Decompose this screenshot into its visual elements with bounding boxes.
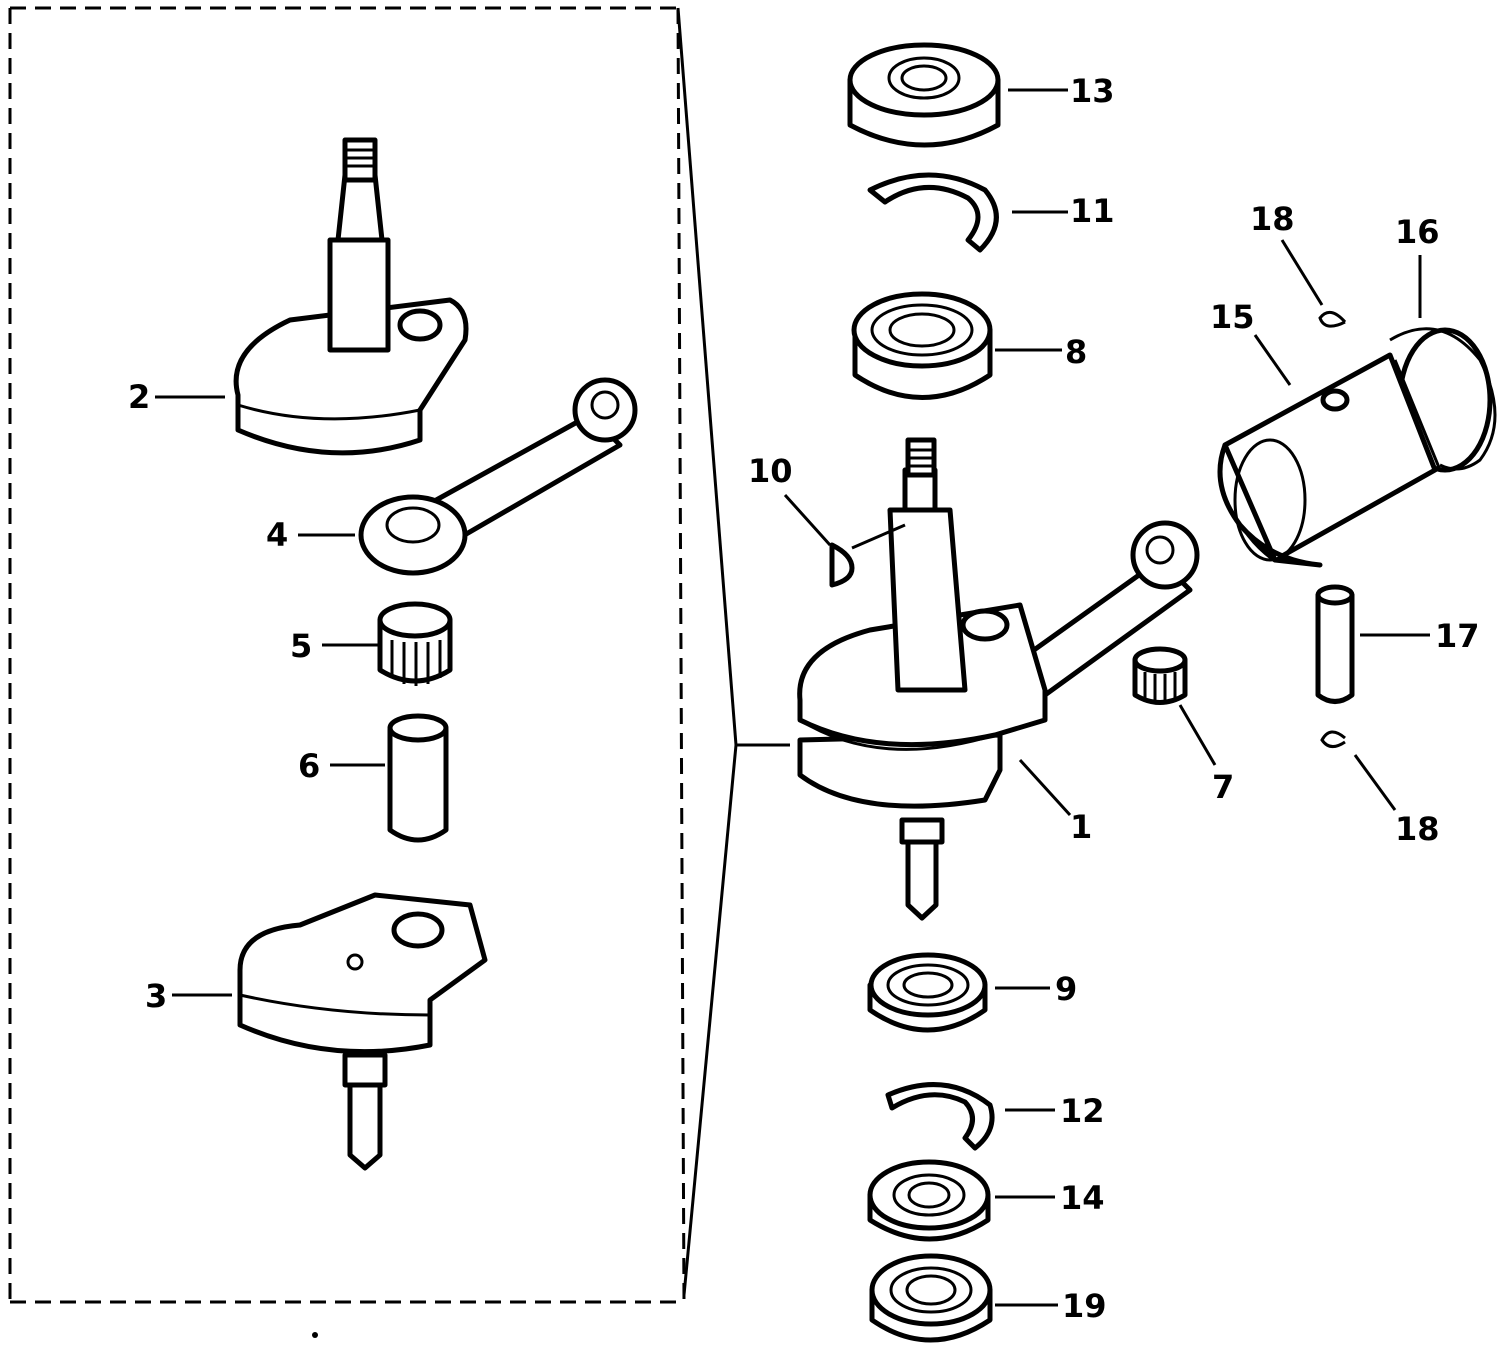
callout-8: 8 — [1065, 333, 1087, 371]
callout-13: 13 — [1070, 72, 1115, 110]
upper-ball-bearing-part — [851, 291, 993, 400]
callout-5: 5 — [290, 627, 312, 665]
callout-16: 16 — [1395, 213, 1440, 251]
callout-3: 3 — [145, 977, 167, 1015]
needle-bearing-part — [377, 601, 453, 686]
callout-12: 12 — [1060, 1092, 1105, 1130]
callout-18-lower: 18 — [1395, 810, 1440, 848]
piston-part — [1217, 327, 1493, 568]
callout-11: 11 — [1070, 192, 1115, 230]
crank-pin-part — [387, 713, 449, 843]
piston-pin-part — [1315, 584, 1355, 704]
callout-9: 9 — [1055, 970, 1077, 1008]
crankshaft-assembly-part — [797, 437, 1200, 921]
leader-lines — [155, 88, 1430, 1307]
callout-14: 14 — [1060, 1179, 1105, 1217]
connecting-rod-part — [358, 377, 638, 576]
callout-15: 15 — [1210, 298, 1255, 336]
seal-part — [847, 42, 1001, 148]
stray-dot-mark — [312, 1332, 318, 1338]
callout-19: 19 — [1062, 1287, 1107, 1325]
exploded-group-frame — [8, 6, 790, 1304]
callout-7: 7 — [1212, 768, 1234, 806]
callout-10: 10 — [748, 452, 793, 490]
callout-2: 2 — [128, 378, 150, 416]
callout-6: 6 — [298, 747, 320, 785]
lower-ball-bearing-part — [867, 952, 988, 1033]
callout-4: 4 — [266, 516, 288, 554]
callout-1: 1 — [1070, 808, 1092, 846]
lower-crank-half-part — [237, 892, 488, 1171]
retaining-ring-upper-part — [867, 172, 999, 253]
callout-18-upper: 18 — [1250, 200, 1295, 238]
small-needle-bearing-part — [1132, 646, 1188, 705]
woodruff-key-part — [829, 542, 855, 588]
bottom-bearing-part — [869, 1253, 993, 1343]
callout-17: 17 — [1435, 617, 1480, 655]
circlip-upper-part — [1318, 310, 1347, 328]
bearing-part — [867, 1159, 991, 1242]
retaining-ring-lower-part — [885, 1082, 995, 1151]
circlip-lower-part — [1320, 730, 1346, 748]
piston-ring-part — [1389, 327, 1497, 471]
upper-crank-half-part — [233, 137, 469, 456]
